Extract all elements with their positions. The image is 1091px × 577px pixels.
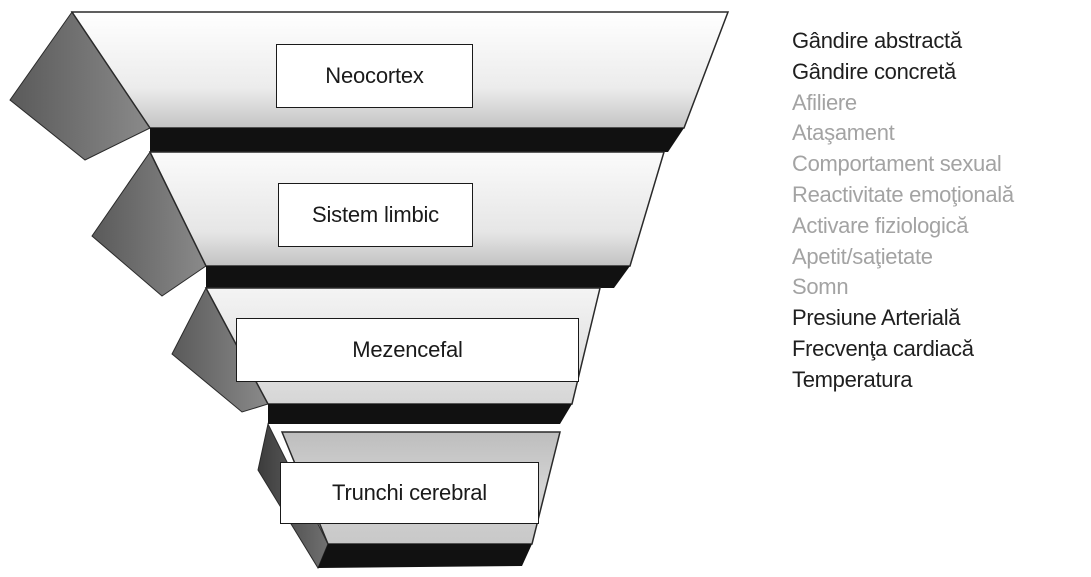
function-item: Reactivitate emoţională [792, 181, 1014, 207]
brainstem-label: Trunchi cerebral [332, 480, 487, 505]
function-item: Presiune Arterială [792, 305, 961, 331]
function-item: Apetit/saţietate [792, 243, 933, 269]
function-list: Gândire abstractă Gândire concretă Afili… [792, 26, 1014, 396]
function-item: Somn [792, 274, 849, 300]
mesencephalon-label-box: Mezencefal [236, 318, 579, 382]
limbic-system-label: Sistem limbic [312, 202, 439, 227]
function-item: Gândire concretă [792, 58, 956, 84]
mesencephalon-label: Mezencefal [352, 337, 463, 362]
neocortex-label-box: Neocortex [276, 44, 473, 108]
layer-brainstem-rim [318, 544, 532, 568]
limbic-system-label-box: Sistem limbic [278, 183, 473, 247]
function-item: Comportament sexual [792, 151, 1002, 177]
function-item: Frecvenţa cardiacă [792, 335, 974, 361]
function-item: Temperatura [792, 366, 913, 392]
brainstem-label-box: Trunchi cerebral [280, 462, 539, 524]
layer-mesencephalon-rim [268, 404, 572, 424]
layer-neocortex-rim [150, 128, 684, 152]
function-item: Afiliere [792, 89, 857, 115]
function-item: Gândire abstractă [792, 28, 962, 53]
function-item: Activare fiziologică [792, 212, 969, 238]
neocortex-label: Neocortex [325, 63, 424, 88]
function-item: Ataşament [792, 120, 895, 146]
layer-limbic-rim [206, 266, 630, 288]
